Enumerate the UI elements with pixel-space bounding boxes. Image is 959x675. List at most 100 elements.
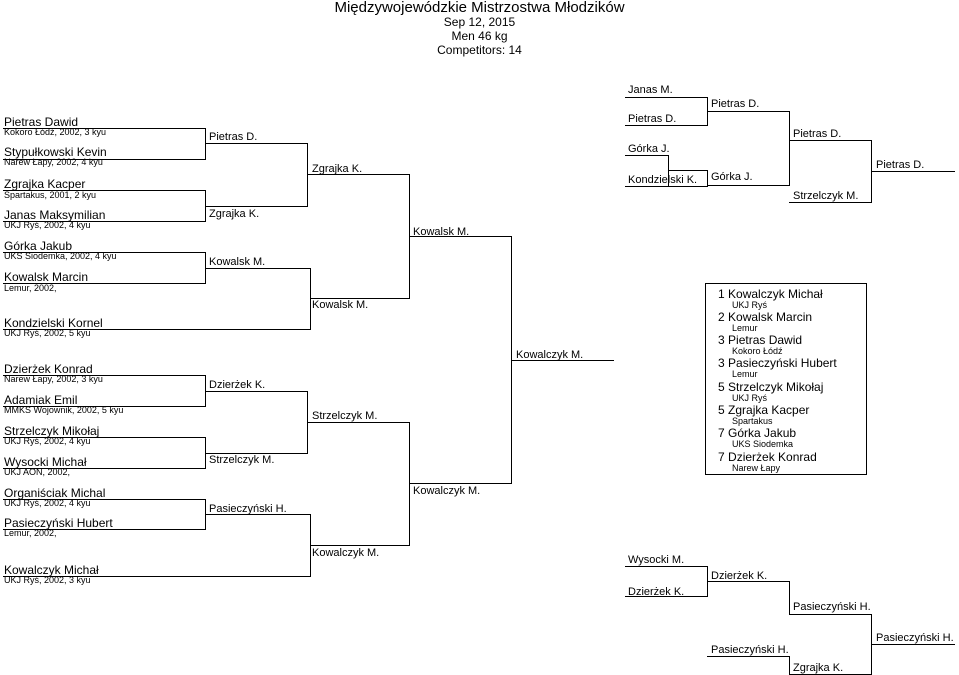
- repechage-entry: Dzierżek K.: [628, 586, 685, 598]
- result-name: Strzelczyk Mikołaj: [728, 380, 824, 394]
- bracket-line: [205, 252, 206, 283]
- result-name: Dzierżek Konrad: [728, 450, 817, 464]
- bracket-line: [3, 159, 206, 160]
- competitor-info: Lemur, 2002,: [4, 528, 57, 538]
- result-row: 3 Pasieczyński Hubert: [718, 357, 837, 370]
- result-place: 5: [718, 380, 725, 394]
- repechage-entry: Janas M.: [628, 84, 673, 96]
- match-winner: Dzierżek K.: [209, 379, 266, 391]
- bracket-line: [205, 268, 311, 269]
- match-winner: Zgrajka K.: [209, 208, 260, 220]
- competitor-name: Janas Maksymilian: [4, 208, 106, 222]
- competitor-name: Zgrajka Kacper: [4, 177, 86, 191]
- match-winner: Strzelczyk M.: [312, 410, 378, 422]
- repechage-entry: Strzelczyk M.: [793, 190, 859, 202]
- result-name: Kowalsk Marcin: [728, 310, 813, 324]
- result-club: Lemur: [732, 323, 758, 333]
- bracket-line: [625, 155, 669, 156]
- competitor-info: UKS Siodemka, 2002, 4 kyu: [4, 251, 117, 261]
- competitor-info: UKJ Ryś, 2002, 4 kyu: [4, 220, 91, 230]
- match-winner: Kowalczyk M.: [312, 547, 380, 559]
- bracket-line: [3, 499, 206, 500]
- bracket-line: [511, 360, 614, 361]
- bracket-line: [668, 170, 708, 171]
- bracket-line: [625, 97, 708, 98]
- result-row: 5 Zgrajka Kacper: [718, 404, 809, 417]
- bracket-line: [3, 221, 206, 222]
- result-place: 7: [718, 450, 725, 464]
- match-winner: Kowalsk M.: [312, 299, 369, 311]
- bracket-line: [871, 171, 955, 172]
- bracket-line: [789, 140, 872, 141]
- result-club: UKJ Ryś: [732, 300, 768, 310]
- repechage-entry: Pietras D.: [711, 98, 760, 110]
- match-winner: Pietras D.: [209, 131, 258, 143]
- result-place: 2: [718, 310, 725, 324]
- bracket-line: [205, 375, 206, 406]
- bracket-line: [310, 298, 410, 299]
- competitor-info: UKJ Ryś, 2002, 4 kyu: [4, 436, 91, 446]
- event-title: Międzywojewódzkie Mistrzostwa Młodzików: [334, 0, 625, 16]
- bracket-line: [3, 437, 206, 438]
- match-winner: Kowalsk M.: [413, 226, 470, 238]
- bracket-line: [871, 644, 955, 645]
- result-row: 1 Kowalczyk Michał: [718, 288, 823, 301]
- competitor-name: Stypułkowski Kevin: [4, 145, 107, 159]
- bracket-line: [409, 483, 512, 484]
- result-row: 3 Pietras Dawid: [718, 334, 802, 347]
- repechage-entry: Górka J.: [628, 143, 670, 155]
- bracket-line: [205, 206, 308, 207]
- result-club: Spartakus: [732, 416, 773, 426]
- repechage-entry: Dzierżek K.: [711, 570, 768, 582]
- repechage-winner: Pasieczyński H.: [876, 632, 954, 644]
- bracket-line: [3, 329, 311, 330]
- repechage-entry: Pietras D.: [628, 113, 677, 125]
- bracket-line: [707, 170, 708, 186]
- final-winner: Kowalczyk M.: [516, 349, 584, 361]
- bracket-line: [205, 514, 311, 515]
- result-name: Pasieczyński Hubert: [728, 356, 837, 370]
- competitor-info: UKJ Ryś, 2002, 3 kyu: [4, 575, 91, 585]
- result-row: 5 Strzelczyk Mikołaj: [718, 381, 823, 394]
- repechage-entry: Wysocki M.: [628, 554, 685, 566]
- competitor-name: Dzierżek Konrad: [4, 362, 93, 376]
- result-name: Kowalczyk Michał: [728, 287, 823, 301]
- result-place: 7: [718, 426, 725, 440]
- bracket-line: [307, 174, 410, 175]
- result-club: Kokoro Łódź: [732, 346, 783, 356]
- match-winner: Strzelczyk M.: [209, 454, 275, 466]
- bracket-line: [625, 596, 708, 597]
- bracket-line: [3, 406, 206, 407]
- bracket-line: [3, 529, 206, 530]
- result-name: Zgrajka Kacper: [728, 403, 810, 417]
- bracket-line: [789, 614, 872, 615]
- result-name: Pietras Dawid: [728, 333, 803, 347]
- competitor-name: Pasieczyński Hubert: [4, 516, 113, 530]
- competitor-info: Kokoro Łódź, 2002, 3 kyu: [4, 127, 107, 137]
- bracket-line: [789, 111, 790, 185]
- result-row: 7 Dzierżek Konrad: [718, 451, 817, 464]
- result-place: 5: [718, 403, 725, 417]
- bracket-line: [3, 576, 311, 577]
- result-club: UKS Siodemka: [732, 439, 794, 449]
- competitor-info: Narew Łapy, 2002, 4 kyu: [4, 157, 103, 167]
- competitor-name: Kowalczyk Michał: [4, 563, 99, 577]
- result-place: 3: [718, 356, 725, 370]
- bracket-line: [789, 656, 790, 675]
- bracket-line: [625, 566, 708, 567]
- results-box: [705, 283, 867, 475]
- competitor-name: Wysocki Michał: [4, 455, 87, 469]
- bracket-line: [707, 185, 790, 186]
- bracket-line: [3, 252, 206, 253]
- repechage-entry: Pasieczyński H.: [711, 644, 789, 656]
- event-date: Sep 12, 2015: [443, 15, 516, 29]
- bracket-line: [205, 391, 308, 392]
- competitor-info: UKJ AON, 2002,: [4, 467, 71, 477]
- competitor-info: UKJ Ryś, 2002, 5 kyu: [4, 328, 91, 338]
- weight-category: Men 46 kg: [451, 29, 508, 43]
- bracket-line: [205, 190, 206, 221]
- bracket-line: [310, 545, 410, 546]
- bracket-line: [3, 468, 206, 469]
- bracket-line: [3, 375, 206, 376]
- result-name: Górka Jakub: [728, 426, 797, 440]
